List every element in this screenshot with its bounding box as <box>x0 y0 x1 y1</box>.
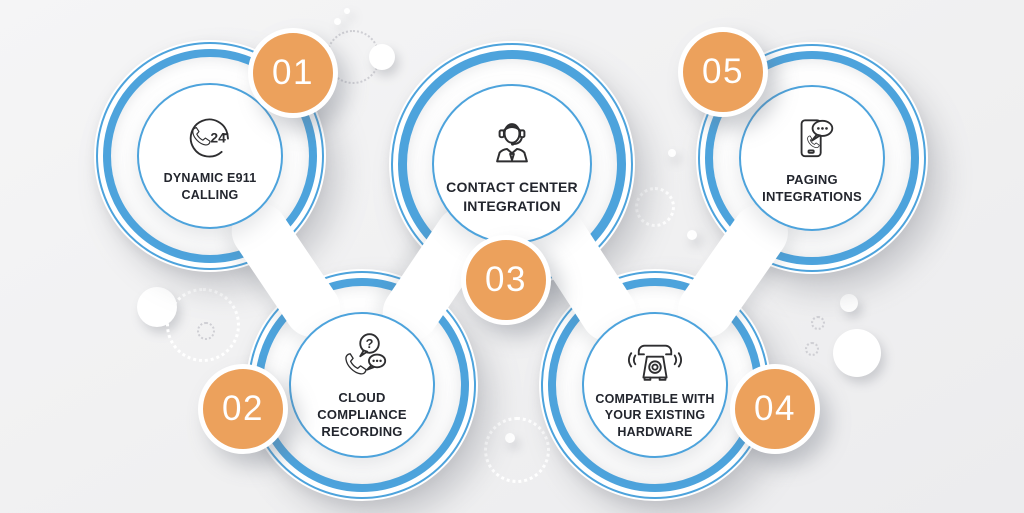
step-content-contact-center: CONTACT CENTER INTEGRATION <box>432 84 592 244</box>
decor-dotted-circle <box>811 316 825 330</box>
decor-white-circle <box>369 44 395 70</box>
step-number: 05 <box>702 52 744 91</box>
step-label: CONTACT CENTER INTEGRATION <box>446 179 578 214</box>
ring-thick <box>103 49 317 263</box>
step-content-dynamic-e911: 24 DYNAMIC E911 CALLING <box>137 83 283 229</box>
svg-text:24: 24 <box>210 130 226 146</box>
decor-dotted-circle <box>197 322 215 340</box>
step-content-compatible-hardware: COMPATIBLE WITH YOUR EXISTING HARDWARE <box>582 312 728 458</box>
decor-white-circle <box>840 294 858 312</box>
step-number: 04 <box>754 389 796 428</box>
step-badge-01: 01 <box>248 28 338 118</box>
decor-dotted-circle <box>166 288 240 362</box>
decor-white-circle <box>833 329 881 377</box>
decor-white-dot <box>505 433 515 443</box>
ring-thick <box>705 51 919 265</box>
decor-white-dot <box>344 8 350 14</box>
step-label: PAGING INTEGRATIONS <box>762 171 862 204</box>
svg-text:?: ? <box>366 336 374 351</box>
step-badge-04: 04 <box>730 364 820 454</box>
step-content-paging: PAGING INTEGRATIONS <box>739 85 885 231</box>
step-number: 03 <box>485 260 527 299</box>
agent-headset-icon <box>496 123 528 163</box>
step-label: COMPATIBLE WITH YOUR EXISTING HARDWARE <box>595 392 715 439</box>
phone-24-icon: 24 <box>189 118 229 158</box>
ring-thin <box>96 42 324 270</box>
step-number: 01 <box>272 53 314 92</box>
decor-white-dot <box>334 18 341 25</box>
decor-dotted-circle <box>805 342 819 356</box>
decor-dotted-circle <box>635 187 675 227</box>
phone-question-chat-icon: ? <box>345 333 387 375</box>
ring-thin <box>698 44 926 272</box>
decor-white-dot <box>668 149 676 157</box>
rotary-phone-icon <box>627 344 683 381</box>
decor-dotted-circle <box>484 417 550 483</box>
smartphone-chat-icon <box>800 118 834 157</box>
step-badge-05: 05 <box>678 27 768 117</box>
step-label: DYNAMIC E911 CALLING <box>163 171 257 202</box>
step-badge-02: 02 <box>198 364 288 454</box>
step-content-cloud-compliance: ? CLOUD COMPLIANCE RECORDING <box>289 312 435 458</box>
step-label: CLOUD COMPLIANCE RECORDING <box>317 390 407 439</box>
step-number: 02 <box>222 389 264 428</box>
decor-white-dot <box>687 230 697 240</box>
step-badge-03: 03 <box>461 235 551 325</box>
